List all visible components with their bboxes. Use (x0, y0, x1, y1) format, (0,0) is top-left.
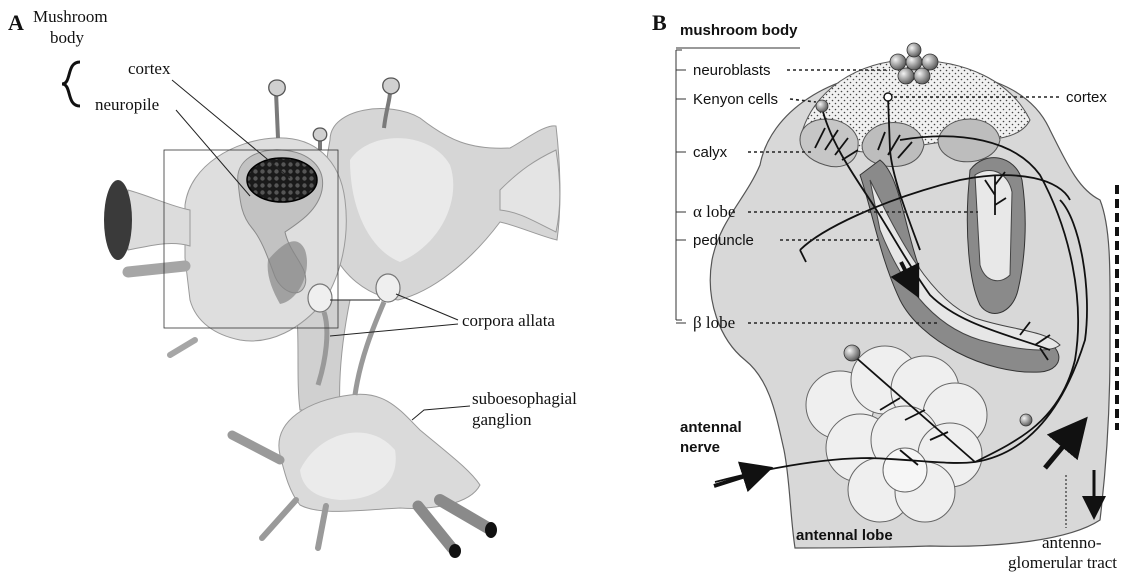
kenyon-cell-body (816, 100, 828, 112)
ganglion-nerve-down-left (262, 500, 296, 538)
optic-lobe-cut-end (104, 180, 132, 260)
ocellus-middle (313, 128, 327, 141)
neuroblast-ball (907, 43, 921, 57)
suboesophagial-label-line1: suboesophagial (472, 389, 577, 408)
mushroom-body-title: mushroom body (680, 22, 798, 39)
antennal-nerve-arrow (714, 472, 758, 486)
neuroblast-ball (922, 54, 938, 70)
ganglion-nerve-down (318, 506, 326, 548)
optic-lobe-stalk (128, 190, 190, 250)
panel-a: A Mushroom body (8, 7, 577, 558)
antennal-nerve-label-line1: antennal (680, 419, 742, 436)
corpora-allata-leader-right (396, 294, 458, 320)
mushroom-body-label-line1: Mushroom (33, 7, 108, 26)
panel-a-letter: A (8, 10, 24, 35)
ocellus-left (269, 80, 286, 96)
alpha-lobe-core (975, 170, 1012, 280)
panel-b-letter: B (652, 10, 667, 35)
neuroblast-ball (914, 68, 930, 84)
ganglion-nerve-left (232, 435, 280, 460)
ocellus-stalk-left (276, 92, 278, 138)
mushroom-body-label-line2: body (50, 28, 85, 47)
beta-lobe-label: β lobe (693, 313, 735, 332)
ganglion-nerve-right-lower (418, 506, 452, 548)
cortex-label-b: cortex (1066, 89, 1107, 106)
nerve-cut-end-1 (485, 522, 497, 538)
corpus-allatum-left (308, 284, 332, 312)
mushroom-body-brace (62, 62, 80, 106)
antenno-label-line2: glomerular tract (1008, 553, 1117, 572)
projection-cell-body (1020, 414, 1032, 426)
cortex-label: cortex (128, 59, 171, 78)
corpora-allata-leader-left (330, 324, 458, 336)
corpus-allatum-stalk-right (355, 302, 384, 395)
ocellus-right (383, 78, 400, 94)
neuroblast-ball (890, 54, 906, 70)
panel-b: B (652, 10, 1117, 572)
corpora-allata-label: corpora allata (462, 311, 555, 330)
corpus-allatum-right (376, 274, 400, 302)
kenyon-cells-label: Kenyon cells (693, 91, 778, 108)
peduncle-label: peduncle (693, 232, 754, 249)
bracket-ticks (676, 70, 686, 323)
interneuron-cell-body (844, 345, 860, 361)
neuroblast-ball (898, 68, 914, 84)
mushroom-body-bracket (676, 50, 682, 320)
neuropile-label: neuropile (95, 95, 159, 114)
suboesophagial-label-line2: ganglion (472, 410, 532, 429)
neuroblasts-label: neuroblasts (693, 62, 771, 79)
alpha-lobe-label: α lobe (693, 202, 735, 221)
antenno-label-line1: antenno- (1042, 533, 1102, 552)
suboesophagial-leader-line (412, 406, 470, 420)
kenyon-cell-body-small (884, 93, 892, 101)
ganglion-nerve-right (440, 500, 488, 528)
antennal-lobe-label: antennal lobe (796, 527, 893, 544)
calyx-label: calyx (693, 144, 728, 161)
left-nerve-2 (170, 340, 195, 355)
antennal-nerve-label-line2: nerve (680, 439, 720, 456)
left-nerve-1 (128, 266, 185, 272)
nerve-cut-end-2 (449, 544, 461, 558)
